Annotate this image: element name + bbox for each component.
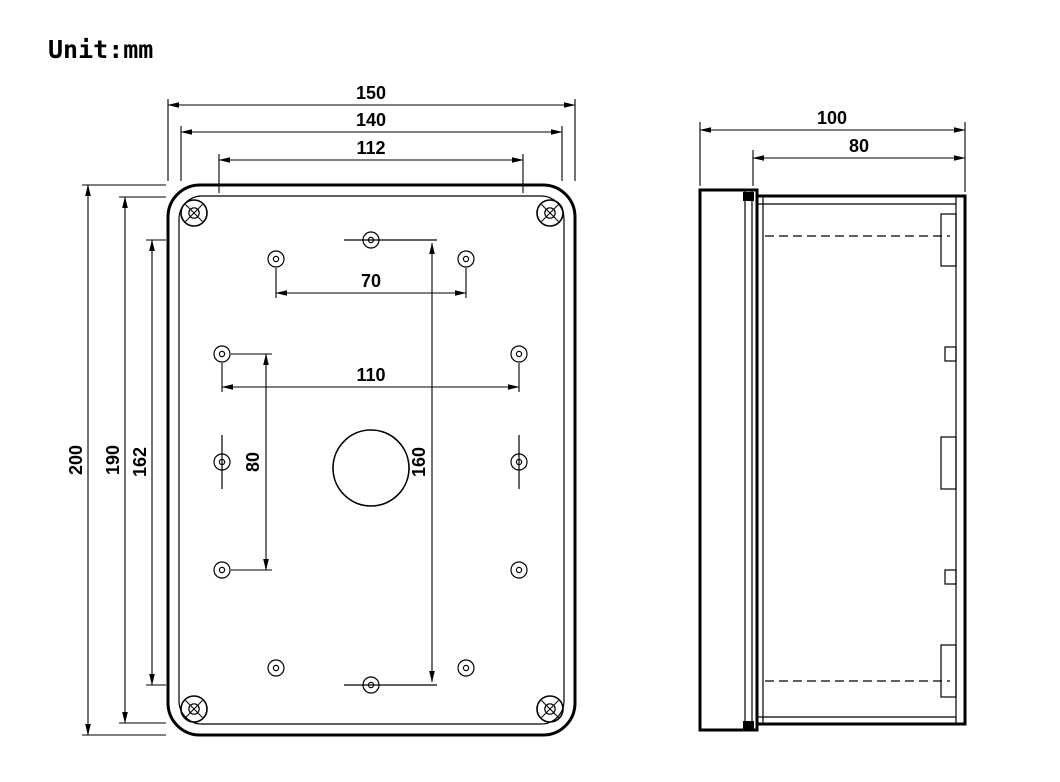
- corner-screw: [180, 695, 208, 723]
- front-view: [166, 183, 577, 737]
- mounting-hole: [457, 250, 475, 268]
- outer-height-dim-label: 200: [66, 445, 86, 475]
- cable-gland-hole: [332, 429, 410, 507]
- dim-lid-height: 190: [103, 196, 166, 724]
- dim-mid-hole-spacing: 110: [221, 363, 520, 392]
- unit-label: Unit:mm: [48, 35, 153, 64]
- dim-left-hole-spacing: 80: [231, 353, 272, 571]
- dim-body-depth: 80: [752, 136, 966, 186]
- side-body-outline: [755, 194, 967, 726]
- screw-height-dim-label: 162: [130, 447, 150, 477]
- outer-depth-dim-label: 100: [817, 108, 847, 128]
- ribbed-clip-bottom: [940, 644, 957, 698]
- lid-height-dim-label: 190: [103, 445, 123, 475]
- side-slot-hole: [510, 434, 528, 490]
- corner-screw: [536, 695, 564, 723]
- dim-screw-width: 112: [218, 138, 524, 193]
- ribbed-clip-middle: [940, 436, 957, 490]
- side-view: [698, 188, 967, 732]
- mounting-hole: [457, 659, 475, 677]
- screw-width-dim-label: 112: [356, 138, 385, 158]
- body-depth-dim-label: 80: [849, 136, 869, 156]
- dim-outer-depth: 100: [699, 108, 966, 192]
- left-hole-spacing-dim-label: 80: [243, 452, 263, 472]
- corner-screw: [180, 199, 208, 227]
- gasket-seal-bottom: [743, 721, 754, 730]
- mounting-hole: [213, 345, 231, 363]
- dim-center-hole-spacing: 160: [409, 242, 435, 683]
- top-center-slot: [344, 231, 437, 249]
- gasket-seal-top: [743, 192, 754, 201]
- side-slot-hole: [213, 434, 231, 490]
- enclosure-outline: [166, 183, 577, 737]
- outer-width-dim-label: 150: [356, 83, 386, 103]
- boss-tab: [944, 569, 957, 585]
- dim-top-hole-spacing: 70: [275, 268, 467, 298]
- boss-tab: [944, 346, 957, 362]
- enclosure-inner-outline: [178, 195, 565, 725]
- mounting-hole: [510, 561, 528, 579]
- lid-width-dim-label: 140: [356, 110, 386, 130]
- side-lid-outline: [698, 188, 759, 732]
- mounting-hole: [213, 561, 231, 579]
- ribbed-clip-top: [940, 213, 957, 267]
- mounting-hole: [510, 345, 528, 363]
- dim-screw-height: 162: [130, 239, 166, 686]
- corner-screw: [536, 199, 564, 227]
- top-hole-spacing-dim-label: 70: [361, 271, 381, 291]
- mounting-hole: [267, 659, 285, 677]
- bottom-center-slot: [344, 676, 437, 694]
- mid-hole-spacing-dim-label: 110: [356, 365, 385, 385]
- dim-lid-width: 140: [180, 110, 563, 181]
- dim-outer-width: 150: [167, 83, 576, 181]
- dim-outer-height: 200: [66, 184, 166, 736]
- center-hole-spacing-dim-label: 160: [409, 447, 429, 477]
- mounting-hole: [267, 250, 285, 268]
